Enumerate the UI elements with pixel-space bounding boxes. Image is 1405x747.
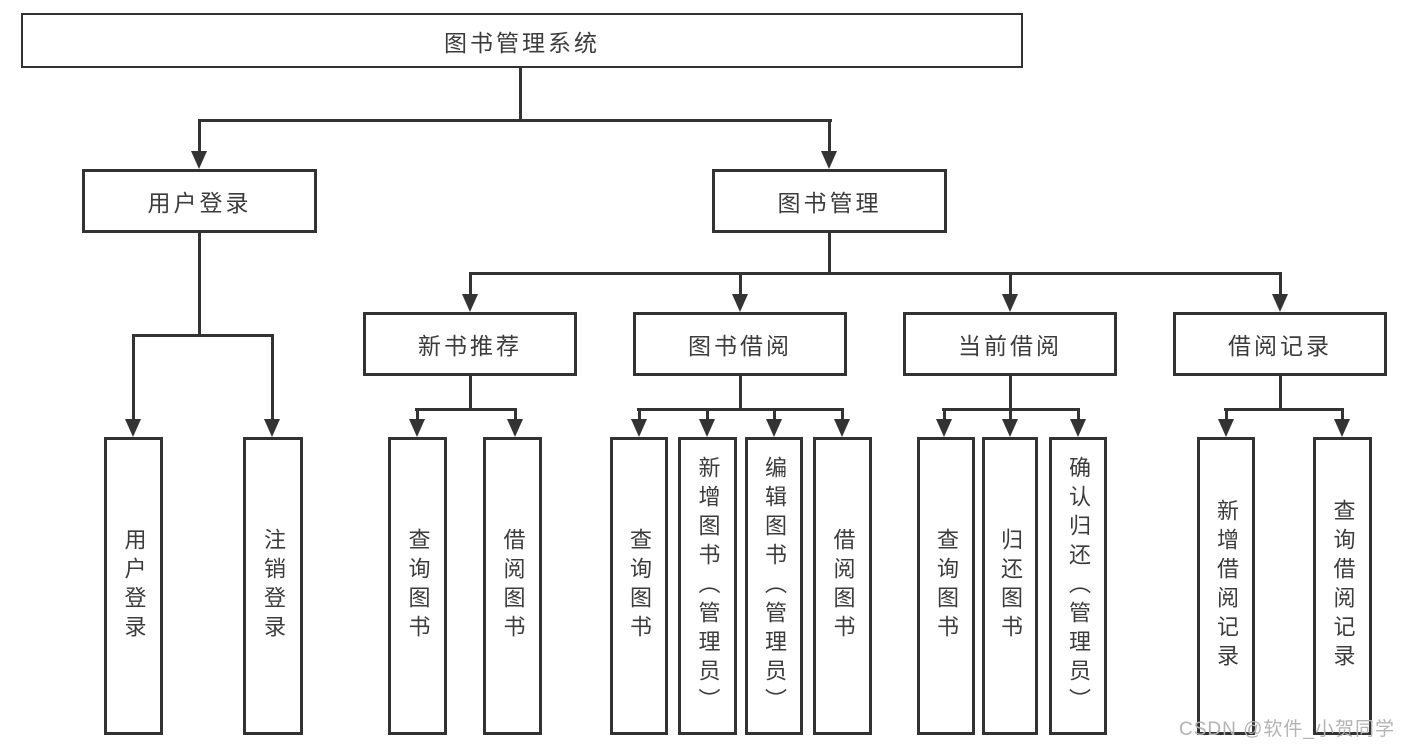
connector: [415, 408, 517, 411]
connector: [132, 334, 274, 337]
connector: [198, 119, 201, 153]
leaf-label: 新增图书（管理员）: [695, 455, 721, 717]
connector: [514, 408, 517, 421]
leaf-query-books-2: 查询图书: [610, 437, 668, 735]
connector: [416, 408, 419, 421]
leaf-query-borrow-record: 查询借阅记录: [1313, 437, 1372, 735]
leaf-label: 归还图书: [998, 528, 1023, 644]
leaf-edit-books-admin: 编辑图书（管理员）: [745, 437, 803, 735]
connector: [739, 376, 742, 411]
arrow-down-icon: [1002, 294, 1018, 312]
arrow-down-icon: [631, 419, 647, 437]
connector: [773, 408, 776, 421]
connector: [828, 233, 831, 274]
leaf-label: 新增借阅记录: [1214, 499, 1239, 673]
arrow-down-icon: [191, 151, 207, 169]
leaf-borrow-books-1: 借阅图书: [483, 437, 542, 735]
node-book-borrowing: 图书借阅: [633, 312, 847, 376]
arrow-down-icon: [936, 419, 952, 437]
connector: [1009, 408, 1012, 421]
node-new-book-recommend: 新书推荐: [363, 312, 577, 376]
leaf-borrow-books-2: 借阅图书: [813, 437, 872, 735]
arrow-down-icon: [732, 294, 748, 312]
leaf-confirm-return-admin: 确认归还（管理员）: [1049, 437, 1107, 735]
leaf-add-books-admin: 新增图书（管理员）: [678, 437, 737, 735]
leaf-return-books: 归还图书: [982, 437, 1038, 735]
connector: [469, 272, 1281, 275]
leaf-label: 确认归还（管理员）: [1066, 455, 1091, 717]
node-book-management-system: 图书管理系统: [21, 13, 1023, 68]
connector: [637, 408, 844, 411]
leaf-label: 用户登录: [121, 528, 147, 644]
arrow-down-icon: [1334, 419, 1350, 437]
connector: [1009, 376, 1012, 411]
node-borrow-records: 借阅记录: [1173, 312, 1387, 376]
connector: [469, 272, 472, 296]
connector: [1009, 272, 1012, 296]
connector: [1225, 408, 1228, 421]
leaf-label: 查询图书: [627, 528, 652, 644]
leaf-label: 查询图书: [934, 528, 959, 644]
node-current-borrowing: 当前借阅: [903, 312, 1117, 376]
connector: [271, 334, 274, 421]
arrow-down-icon: [1272, 294, 1288, 312]
leaf-query-books-3: 查询图书: [917, 437, 975, 735]
connector: [132, 334, 135, 421]
connector: [469, 376, 472, 411]
arrow-down-icon: [766, 419, 782, 437]
connector: [1279, 272, 1282, 296]
connector: [1279, 376, 1282, 411]
leaf-label: 借阅图书: [500, 528, 526, 644]
connector: [943, 408, 946, 421]
leaf-label: 注销登录: [261, 528, 286, 644]
leaf-add-borrow-record: 新增借阅记录: [1197, 437, 1255, 735]
connector: [1077, 408, 1080, 421]
arrow-down-icon: [1218, 419, 1234, 437]
arrow-down-icon: [821, 151, 837, 169]
connector: [706, 408, 709, 421]
leaf-query-books-1: 查询图书: [388, 437, 447, 735]
connector: [198, 233, 201, 336]
arrow-down-icon: [1070, 419, 1086, 437]
connector: [739, 272, 742, 296]
leaf-label: 借阅图书: [830, 528, 856, 644]
arrow-down-icon: [1002, 419, 1018, 437]
arrow-down-icon: [507, 419, 523, 437]
watermark-text: CSDN @软件_小贺同学: [1179, 719, 1395, 740]
leaf-label: 查询图书: [405, 528, 431, 644]
arrow-down-icon: [462, 294, 478, 312]
leaf-user-login: 用户登录: [104, 437, 163, 735]
arrow-down-icon: [834, 419, 850, 437]
connector: [841, 408, 844, 421]
node-book-management: 图书管理: [712, 169, 947, 233]
leaf-label: 编辑图书（管理员）: [762, 455, 787, 717]
arrow-down-icon: [264, 419, 280, 437]
connector: [198, 119, 832, 122]
node-user-login: 用户登录: [82, 169, 317, 233]
arrow-down-icon: [409, 419, 425, 437]
arrow-down-icon: [699, 419, 715, 437]
connector: [1224, 408, 1344, 411]
connector: [828, 119, 831, 153]
leaf-logout: 注销登录: [243, 437, 303, 735]
leaf-label: 查询借阅记录: [1330, 499, 1356, 673]
connector: [638, 408, 641, 421]
arrow-down-icon: [125, 419, 141, 437]
connector: [1341, 408, 1344, 421]
connector: [519, 68, 522, 121]
